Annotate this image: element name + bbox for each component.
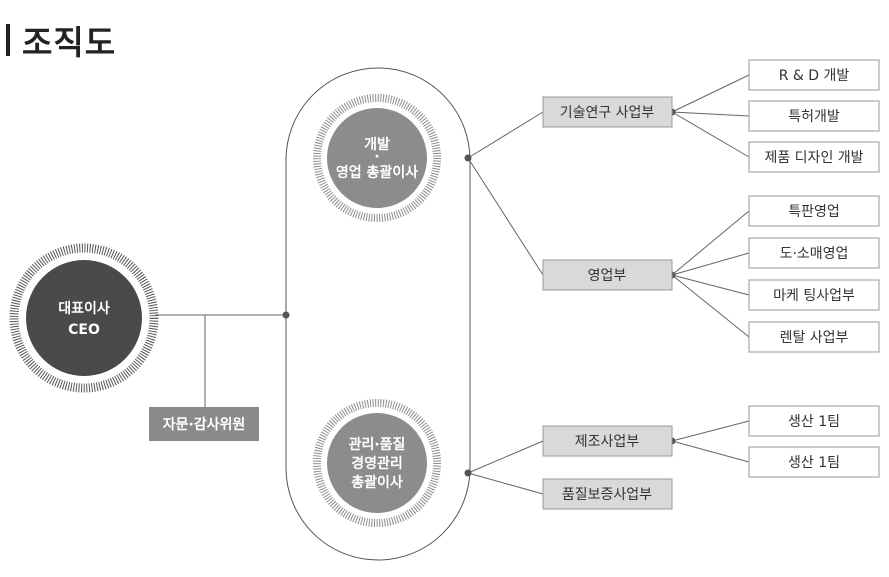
dept-rnd: 기술연구 사업부	[542, 96, 673, 128]
dept-sales-box	[542, 259, 673, 291]
team-box	[748, 100, 880, 132]
team-box	[748, 321, 880, 353]
page-title: 조직도	[22, 23, 117, 62]
team-box	[748, 237, 880, 269]
line-sales-team4	[671, 274, 750, 338]
dot-dev	[464, 154, 472, 162]
exec-dev-circle	[327, 108, 427, 208]
dept-rnd-label: 기술연구 사업부	[560, 105, 655, 121]
page-title-wrap: 조직도	[6, 18, 116, 62]
exec-mgmt-circle	[327, 413, 427, 513]
dot-mgmt	[464, 469, 472, 477]
ceo-label-line1: 대표이사	[58, 300, 110, 317]
dept-quality-label: 품질보증사업부	[562, 487, 652, 503]
exec-dev-line2: 영업 총괄이사	[336, 164, 418, 181]
line-rnd-team3	[671, 111, 750, 158]
exec-mgmt-ring	[313, 399, 441, 527]
team-sales-3: 마케 팅사업부	[748, 279, 880, 311]
dept-manufacturing: 제조사업부	[542, 425, 673, 457]
exec-mgmt-node: 관리·품질 경영관리 총괄이사	[313, 399, 441, 527]
dept-sales-label: 영업부	[588, 268, 627, 284]
team-label: 생산 1팀	[788, 414, 840, 430]
team-box	[748, 141, 880, 173]
advisory-box	[149, 407, 259, 441]
team-label: 도·소매영업	[780, 246, 849, 262]
team-box	[748, 59, 880, 91]
team-rnd-3: 제품 디자인 개발	[748, 141, 880, 173]
dept-manufacturing-box	[542, 425, 673, 457]
dept-sales: 영업부	[542, 259, 673, 291]
team-label: 특판영업	[788, 204, 840, 220]
team-rnd-1: R & D 개발	[748, 59, 880, 91]
ceo-circle	[26, 260, 142, 376]
exec-dev-node: 개발 · 영업 총괄이사	[313, 94, 441, 222]
line-mfg-team1	[671, 420, 750, 442]
team-box	[748, 446, 880, 478]
line-mgmt-quality	[467, 472, 544, 495]
line-rnd-team1	[671, 74, 750, 113]
exec-dev-ring	[313, 94, 441, 222]
team-sales-2: 도·소매영업	[748, 237, 880, 269]
advisory-label: 자문·감사위원	[163, 416, 246, 433]
exec-mgmt-line2: 경영관리	[351, 455, 403, 472]
ceo-ring	[9, 243, 159, 393]
dot-capsule-left	[282, 311, 290, 319]
exec-dev-line1: 개발	[364, 136, 390, 153]
team-label: 제품 디자인 개발	[764, 150, 863, 166]
line-sales-team2	[671, 252, 750, 276]
team-mfg-2: 생산 1팀	[748, 446, 880, 478]
team-label: R & D 개발	[779, 68, 850, 84]
team-sales-4: 렌탈 사업부	[748, 321, 880, 353]
ceo-label-line2: CEO	[68, 322, 100, 338]
team-rnd-2: 특허개발	[748, 100, 880, 132]
team-box	[748, 279, 880, 311]
connector-lines	[155, 74, 750, 495]
team-sales-1: 특판영업	[748, 195, 880, 227]
line-sales-team3	[671, 274, 750, 296]
exec-mgmt-line1: 관리·품질	[349, 436, 406, 453]
team-box	[748, 405, 880, 437]
dept-rnd-box	[542, 96, 673, 128]
ceo-node: 대표이사 CEO	[9, 243, 159, 393]
team-label: 생산 1팀	[788, 455, 840, 471]
line-dev-sales	[467, 157, 544, 276]
dept-quality: 품질보증사업부	[542, 478, 673, 510]
team-box	[748, 195, 880, 227]
line-mfg-team2	[671, 440, 750, 463]
line-sales-team1	[671, 210, 750, 276]
dept-quality-box	[542, 478, 673, 510]
advisory-node: 자문·감사위원	[149, 407, 259, 441]
team-label: 특허개발	[788, 109, 840, 125]
dept-manufacturing-label: 제조사업부	[575, 434, 640, 450]
team-label: 렌탈 사업부	[780, 330, 849, 346]
team-label: 마케 팅사업부	[773, 288, 855, 304]
line-dev-rnd	[467, 111, 544, 159]
line-rnd-team2	[671, 111, 750, 117]
junction-dots	[282, 108, 676, 477]
exec-mgmt-line3: 총괄이사	[351, 474, 403, 491]
team-mfg-1: 생산 1팀	[748, 405, 880, 437]
line-mgmt-manufacturing	[467, 440, 544, 474]
exec-dev-dot: ·	[374, 149, 379, 165]
title-bar	[6, 24, 10, 56]
